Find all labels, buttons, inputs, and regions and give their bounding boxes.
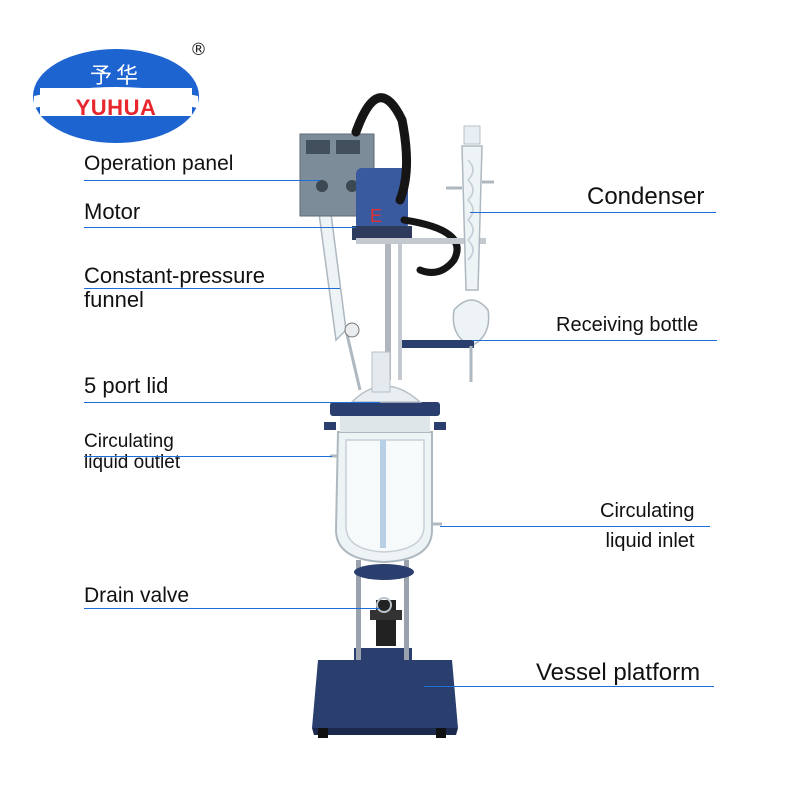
leader-line-funnel bbox=[84, 288, 340, 289]
motor-graphic: E bbox=[352, 168, 412, 240]
label-funnel-line2: funnel bbox=[84, 287, 144, 313]
svg-text:E: E bbox=[370, 206, 382, 226]
label-operation-panel: Operation panel bbox=[84, 152, 234, 175]
label-vessel-platform: Vessel platform bbox=[536, 659, 701, 686]
leader-line-vessel-platform bbox=[424, 686, 714, 687]
registered-mark: ® bbox=[190, 40, 207, 60]
leader-line-receiving-bottle bbox=[472, 340, 717, 341]
label-receiving-bottle: Receiving bottle bbox=[556, 314, 699, 336]
label-circulating-liquid-outlet: Circulating liquid outlet bbox=[84, 431, 181, 474]
label-inlet-line2: liquid inlet bbox=[605, 530, 695, 552]
lid-graphic bbox=[324, 351, 446, 432]
label-funnel-line1: Constant-pressure bbox=[84, 263, 265, 288]
label-outlet-line2: liquid outlet bbox=[84, 451, 181, 473]
vessel-graphic bbox=[330, 431, 442, 564]
leader-line-outlet bbox=[84, 456, 332, 457]
label-circulating-liquid-inlet: Circulating liquid inlet bbox=[600, 500, 694, 552]
leader-line-condenser bbox=[470, 212, 716, 213]
logo-ellipse bbox=[33, 49, 199, 143]
label-condenser: Condenser bbox=[587, 183, 705, 210]
label-drain-valve: Drain valve bbox=[84, 584, 190, 607]
label-outlet-line1: Circulating bbox=[84, 431, 174, 452]
label-inlet-line1: Circulating bbox=[600, 500, 695, 522]
logo-english-text: YUHUA bbox=[75, 95, 157, 120]
condenser-graphic bbox=[446, 125, 494, 291]
drain-valve-graphic bbox=[370, 597, 402, 646]
leader-line-inlet bbox=[440, 526, 710, 527]
logo-chinese-text: 予华 bbox=[89, 64, 142, 89]
leader-line-lid bbox=[84, 402, 380, 403]
support-rods bbox=[356, 200, 409, 660]
receiving-bottle-graphic bbox=[402, 299, 490, 382]
label-5-port-lid: 5 port lid bbox=[84, 373, 169, 398]
brand-logo: 予华 YUHUA bbox=[32, 48, 200, 144]
label-motor: Motor bbox=[84, 199, 141, 224]
vessel-platform-graphic bbox=[312, 648, 458, 738]
label-constant-pressure-funnel: Constant-pressure funnel bbox=[84, 263, 265, 313]
leader-line-drain-valve bbox=[84, 608, 380, 609]
leader-line-operation-panel bbox=[84, 180, 320, 181]
leader-line-motor bbox=[84, 227, 356, 228]
